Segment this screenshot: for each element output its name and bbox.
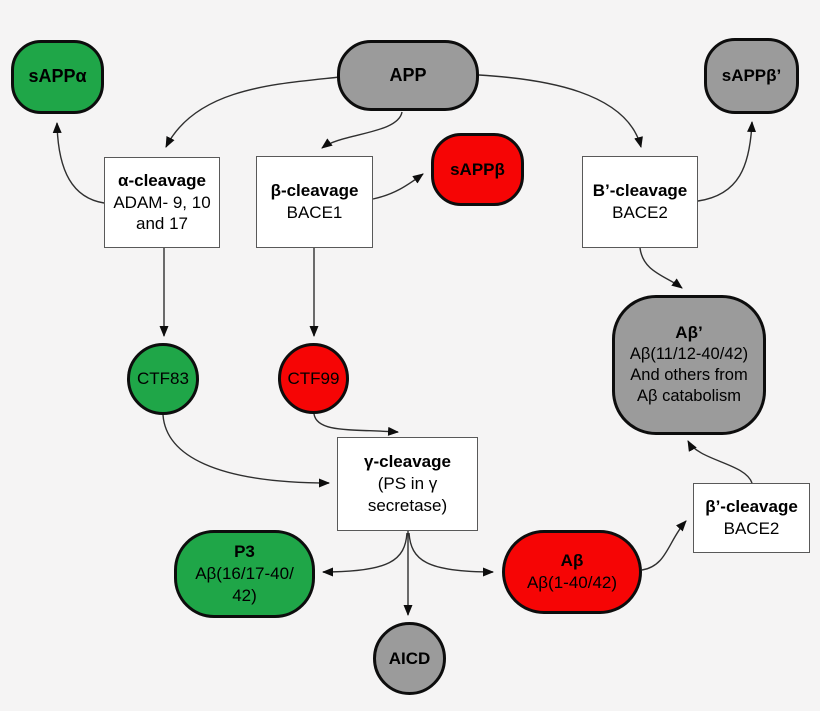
node-ctf83-label: CTF83 <box>137 369 189 389</box>
node-bprime-cleavage-2-line2: BACE2 <box>723 519 780 538</box>
node-abeta: Aβ Aβ(1-40/42) <box>502 530 642 614</box>
node-alpha-cleavage: α-cleavage ADAM- 9, 10 and 17 <box>104 157 220 248</box>
node-sappb-label: sAPPβ <box>450 159 505 179</box>
arrow-abeta-to-bprime-cleavage-2 <box>641 520 687 571</box>
node-alpha-cleavage-title: α-cleavage <box>118 170 206 190</box>
node-sappb-prime: sAPPβ’ <box>704 38 799 114</box>
node-gamma-cleavage: γ-cleavage (PS in γ secretase) <box>337 437 478 531</box>
node-beta-cleavage-title: β-cleavage <box>270 181 359 201</box>
node-sappb: sAPPβ <box>431 133 524 206</box>
node-alpha-cleavage-line3: and 17 <box>136 214 188 234</box>
arrow-ctf99-to-gamma-cleavage <box>313 413 399 436</box>
arrow-bprime-cleavage-2-to-abeta-prime <box>687 440 753 484</box>
arrow-bprime-cleavage-to-sappb-prime <box>697 121 757 202</box>
arrow-ctf83-to-gamma-cleavage <box>162 414 330 488</box>
node-alpha-cleavage-line2: ADAM- 9, 10 <box>113 192 211 212</box>
node-bprime-cleavage-2: β’-cleavage BACE2 <box>693 483 810 553</box>
node-ctf99-label: CTF99 <box>287 368 340 388</box>
node-abeta-prime: Aβ’ Aβ(11/12-40/42) And others from Aβ c… <box>612 295 766 435</box>
node-app-label: APP <box>389 64 427 85</box>
arrow-gamma-cleavage-to-p3 <box>322 532 408 577</box>
node-beta-cleavage-line2: BACE1 <box>286 203 343 222</box>
node-ctf99: CTF99 <box>278 343 349 414</box>
node-ctf83: CTF83 <box>127 343 199 415</box>
arrow-app-to-bprime-cleavage <box>478 74 643 148</box>
node-p3-title: P3 <box>234 542 255 562</box>
node-bprime-cleavage-2-title: β’-cleavage <box>705 497 798 517</box>
node-abeta-prime-title: Aβ’ <box>675 323 703 343</box>
arrow-gamma-cleavage-to-abeta <box>408 532 494 577</box>
node-gamma-cleavage-title: γ-cleavage <box>364 452 451 472</box>
node-abeta-prime-line2: Aβ(11/12-40/42) <box>629 345 749 364</box>
arrow-beta-cleavage-to-sappb <box>372 173 424 200</box>
node-bprime-cleavage-title: B’-cleavage <box>592 181 688 201</box>
node-gamma-cleavage-line2: (PS in γ <box>377 474 438 494</box>
node-aicd-label: AICD <box>388 648 431 668</box>
node-abeta-prime-line4: Aβ catabolism <box>637 387 741 406</box>
node-abeta-title: Aβ <box>560 551 584 571</box>
node-abeta-prime-line3: And others from <box>630 366 748 385</box>
arrow-bprime-cleavage-to-abeta-prime <box>639 247 683 289</box>
node-sappb-prime-label: sAPPβ’ <box>721 66 782 86</box>
arrow-app-to-alpha-cleavage <box>165 76 341 148</box>
node-abeta-line2: Aβ(1-40/42) <box>526 573 618 592</box>
node-p3-line2: Aβ(16/17-40/ <box>195 564 294 584</box>
node-bprime-cleavage-line2: BACE2 <box>612 203 668 222</box>
node-p3: P3 Aβ(16/17-40/ 42) <box>174 530 315 618</box>
node-beta-cleavage: β-cleavage BACE1 <box>256 156 373 248</box>
arrow-app-to-beta-cleavage <box>321 111 403 149</box>
node-sappa: sAPPα <box>11 40 104 114</box>
node-app: APP <box>337 40 479 111</box>
node-aicd: AICD <box>373 622 446 695</box>
node-sappa-label: sAPPα <box>28 66 87 87</box>
node-gamma-cleavage-line3: secretase) <box>367 495 448 515</box>
arrow-alpha-cleavage-to-sappa <box>52 122 105 204</box>
node-bprime-cleavage: B’-cleavage BACE2 <box>582 156 698 248</box>
node-p3-line3: 42) <box>232 585 257 605</box>
